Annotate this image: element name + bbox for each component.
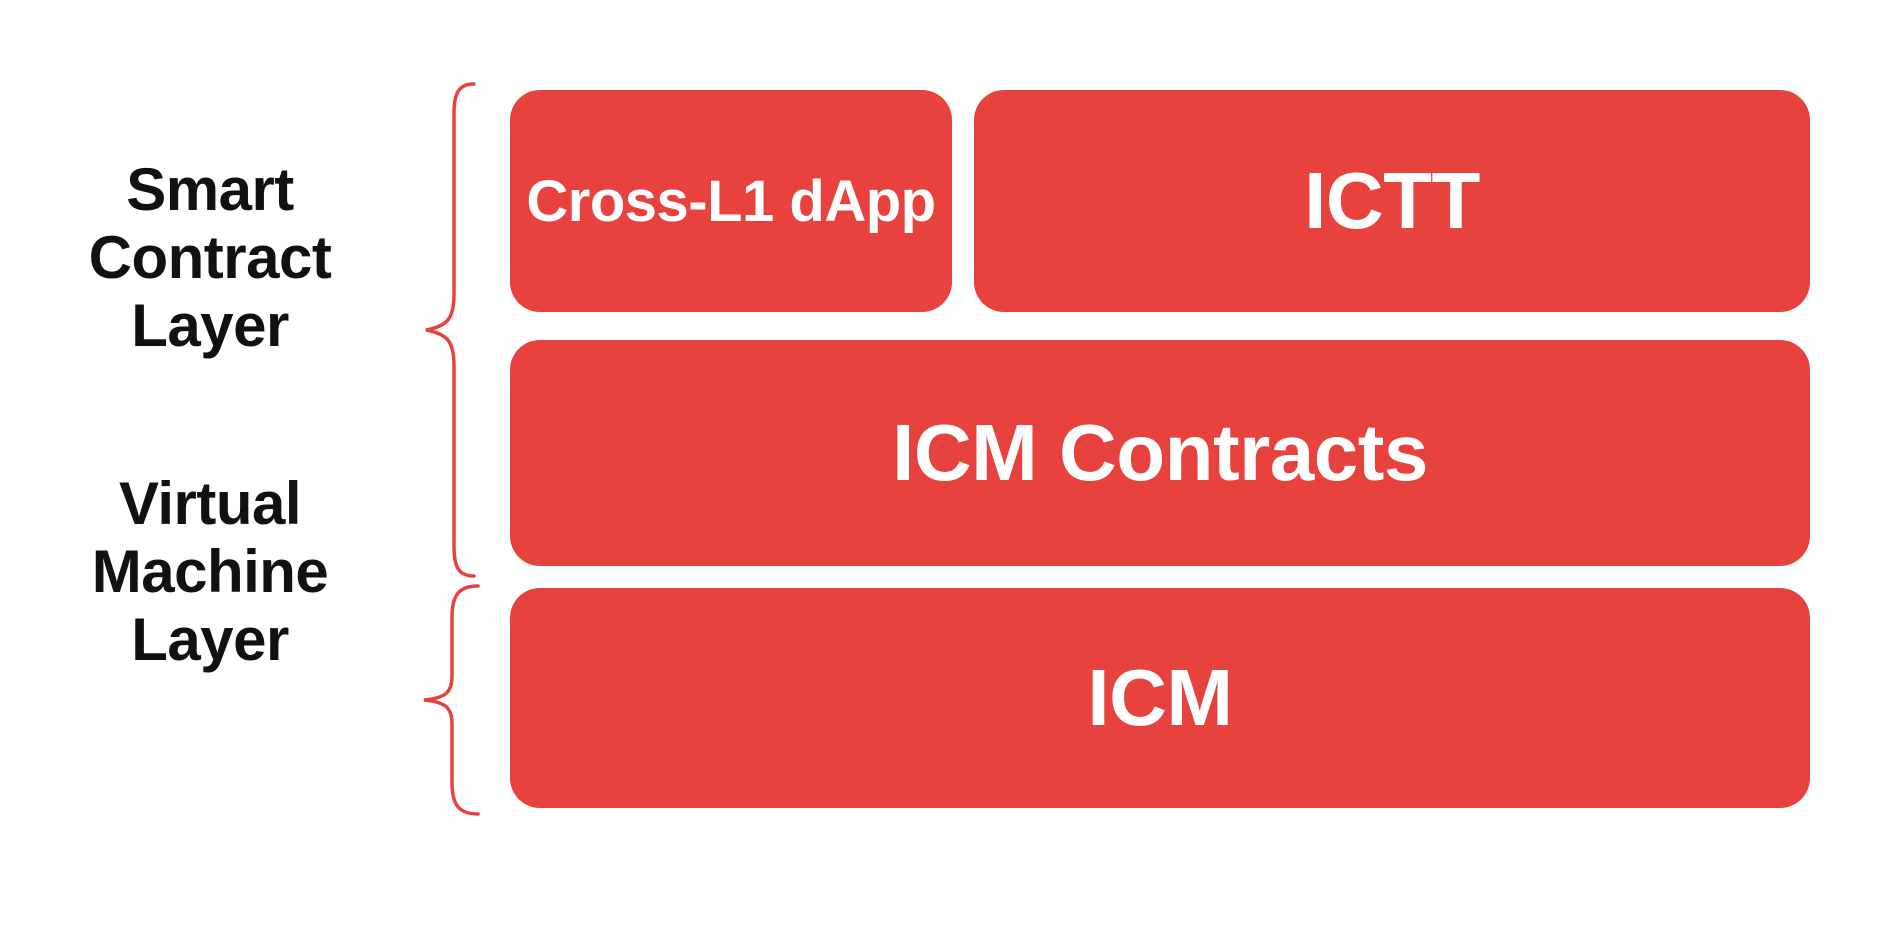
node-box-cross-l1-dapp-label: Cross-L1 dApp [526, 168, 936, 234]
node-box-ictt-label: ICTT [1304, 156, 1480, 245]
node-box-icm-label: ICM [1087, 653, 1233, 742]
node-box-cross-l1-dapp[interactable]: Cross-L1 dApp [510, 90, 952, 312]
layer-label-virtual-machine: Virtual Machine Layer [91, 470, 329, 673]
layer-label-smart-contract: Smart Contract Layer [88, 156, 332, 359]
node-box-ictt[interactable]: ICTT [974, 90, 1810, 312]
node-box-icm[interactable]: ICM [510, 588, 1810, 808]
curly-brace-smart-contract-icon [425, 82, 476, 578]
curly-brace-virtual-machine-icon [423, 584, 480, 816]
node-box-icm-contracts-label: ICM Contracts [892, 408, 1428, 497]
node-box-icm-contracts[interactable]: ICM Contracts [510, 340, 1810, 566]
